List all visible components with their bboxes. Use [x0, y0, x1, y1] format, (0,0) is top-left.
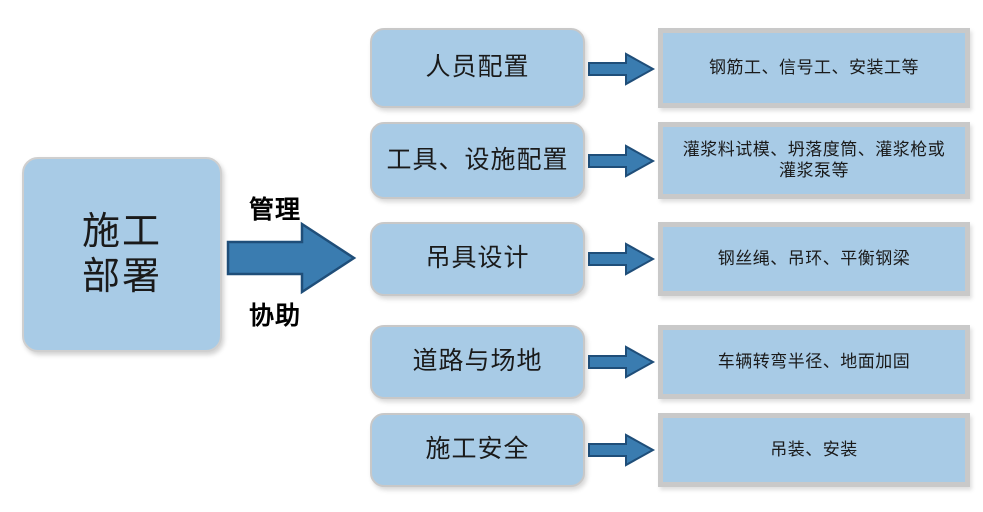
edge-label-manage: 管理: [249, 196, 302, 224]
category-node-3[interactable]: 吊具设计: [370, 222, 585, 296]
connector-arrow-2: [588, 144, 656, 178]
connector-arrow-4: [588, 345, 656, 379]
category-node-5-label: 施工安全: [425, 435, 530, 464]
detail-node-5[interactable]: 吊装、安装: [658, 413, 970, 487]
connector-arrow-5: [588, 433, 656, 467]
root-node-construction-deployment[interactable]: 施工 部署: [22, 157, 222, 352]
connector-arrow-3: [588, 242, 656, 276]
detail-node-1-label: 钢筋工、信号工、安装工等: [709, 57, 919, 77]
main-arrow-root-to-branches: [226, 221, 357, 295]
category-node-2-label: 工具、设施配置: [386, 145, 569, 174]
category-node-5[interactable]: 施工安全: [370, 413, 585, 487]
detail-node-3[interactable]: 钢丝绳、吊环、平衡钢梁: [658, 222, 970, 296]
root-node-label-line1: 施工: [81, 210, 162, 253]
detail-node-4[interactable]: 车辆转弯半径、地面加固: [658, 325, 970, 399]
connector-arrow-1: [588, 52, 656, 86]
root-node-label-line2: 部署: [81, 255, 162, 298]
category-node-1[interactable]: 人员配置: [370, 28, 585, 108]
detail-node-2-label: 灌浆料试模、坍落度筒、灌浆枪或灌浆泵等: [682, 140, 946, 180]
detail-node-1[interactable]: 钢筋工、信号工、安装工等: [658, 28, 970, 108]
category-node-4-label: 道路与场地: [412, 347, 543, 376]
category-node-2[interactable]: 工具、设施配置: [370, 122, 585, 199]
category-node-3-label: 吊具设计: [425, 244, 530, 273]
category-node-1-label: 人员配置: [425, 53, 530, 82]
detail-node-2[interactable]: 灌浆料试模、坍落度筒、灌浆枪或灌浆泵等: [658, 122, 970, 199]
category-node-4[interactable]: 道路与场地: [370, 325, 585, 399]
root-node-label: 施工 部署: [82, 210, 162, 300]
detail-node-3-label: 钢丝绳、吊环、平衡钢梁: [717, 248, 911, 268]
edge-label-assist: 协助: [249, 302, 302, 330]
detail-node-5-label: 吊装、安装: [770, 439, 858, 459]
detail-node-4-label: 车辆转弯半径、地面加固: [717, 351, 911, 371]
